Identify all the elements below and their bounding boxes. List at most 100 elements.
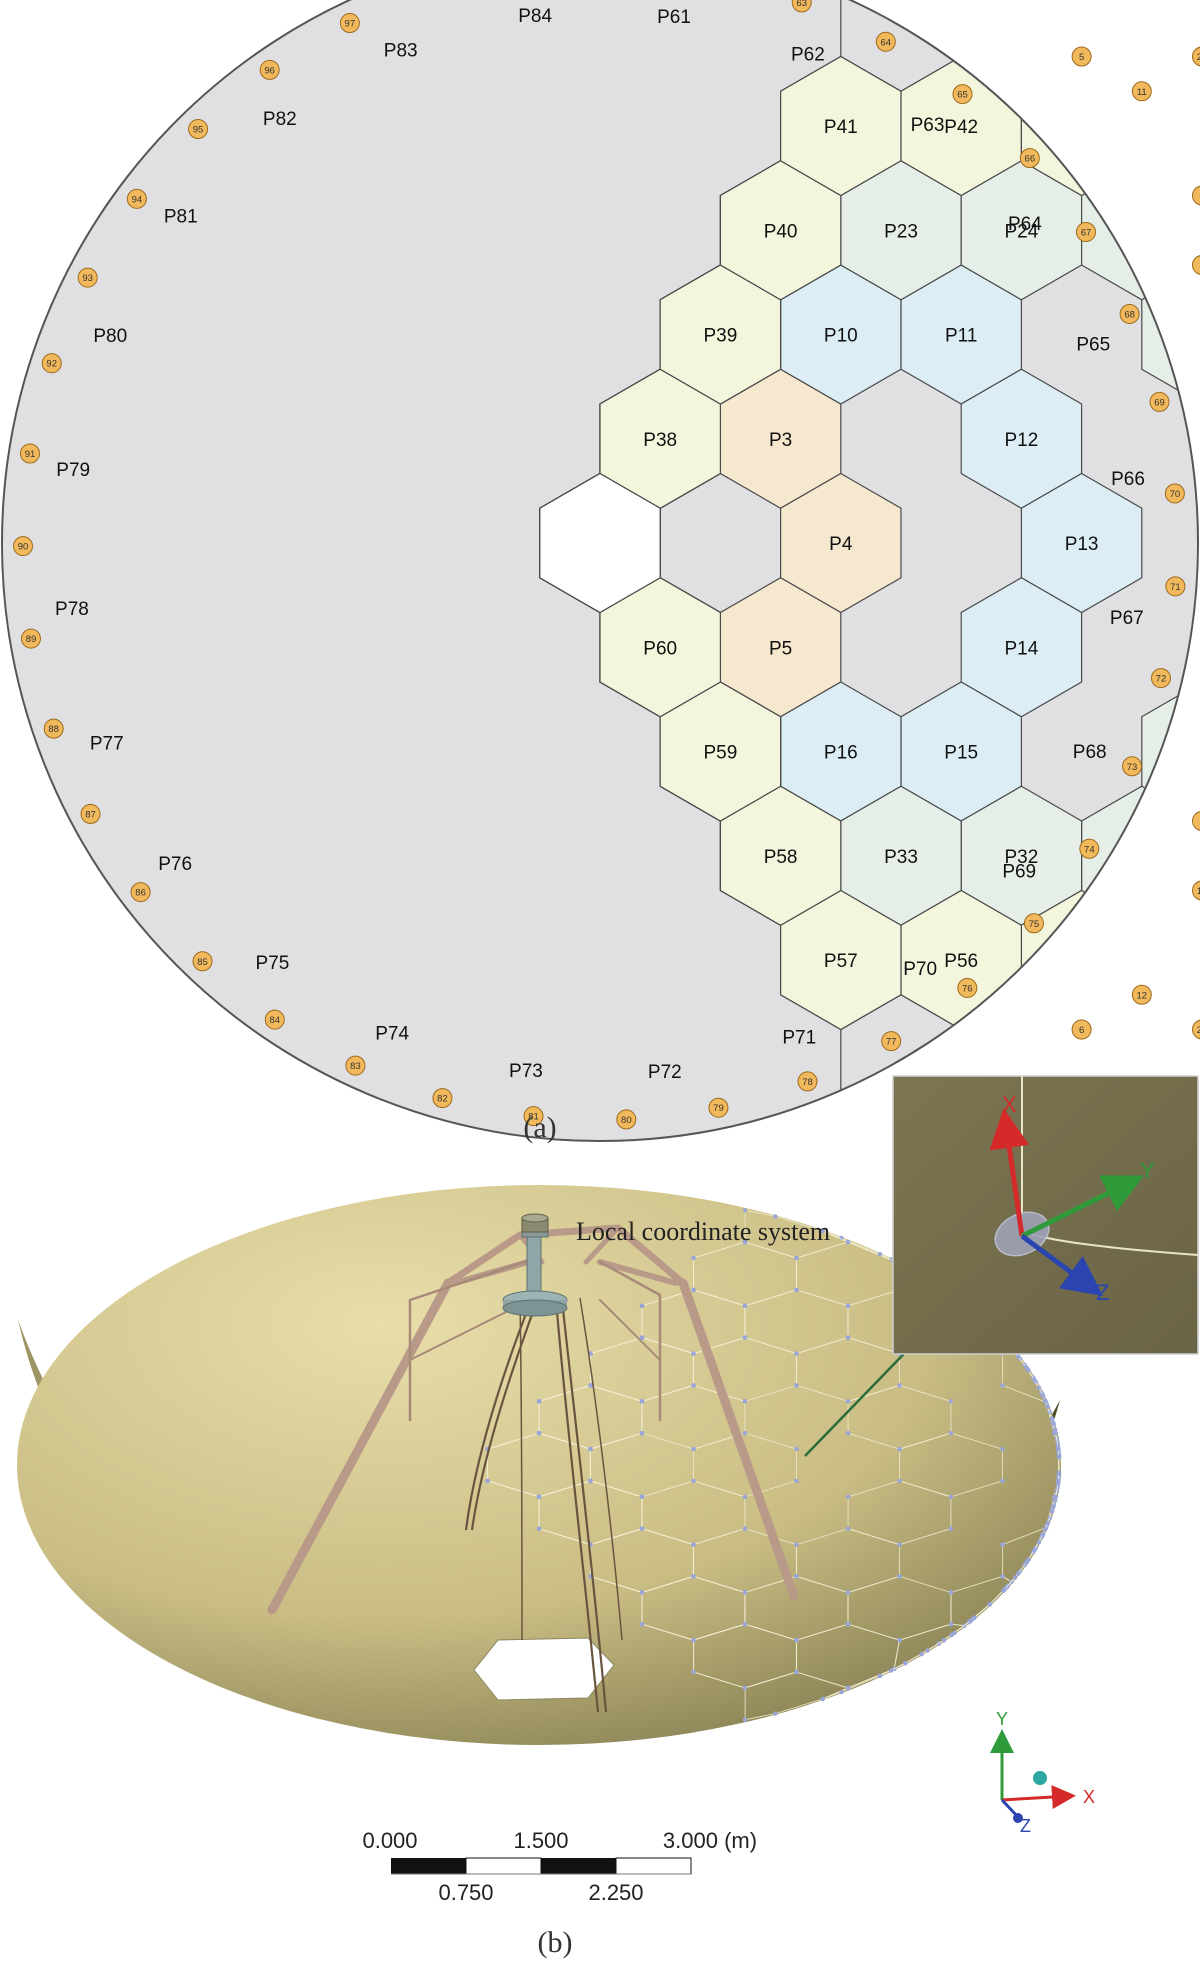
dish-mesh-node — [1045, 1404, 1051, 1410]
dish-mesh-node — [691, 1478, 696, 1484]
dish-mesh-node — [485, 1478, 490, 1484]
node-number: 87 — [85, 809, 96, 820]
node-number: 92 — [46, 359, 57, 370]
dish-mesh-node — [1056, 1471, 1062, 1476]
panel-label-p54: P54 — [1185, 951, 1200, 972]
outer-panel-label-p69: P69 — [1002, 862, 1036, 883]
node-number: 65 — [957, 90, 968, 101]
dish-mesh-node — [845, 1239, 851, 1245]
dish-mesh-node — [691, 1446, 696, 1452]
caption-b: (b) — [538, 1926, 573, 1959]
node-number: 70 — [1170, 489, 1181, 500]
scale-bar: 0.000 1.500 3.000 (m) 0.750 2.250 — [362, 1828, 757, 1905]
dish-mesh-node — [691, 1574, 696, 1579]
caption-a: (a) — [523, 1111, 556, 1144]
node-number: 97 — [345, 19, 356, 30]
dish-mesh-node — [845, 1622, 851, 1627]
panel-label-p14: P14 — [1004, 638, 1038, 659]
panel-label-p23: P23 — [884, 221, 918, 242]
node-marker — [432, 1088, 453, 1109]
node-number: 96 — [264, 65, 275, 76]
outer-panel-label-p62: P62 — [791, 44, 825, 65]
node-marker — [130, 882, 151, 903]
global-axis-triad: Y X Z — [990, 1709, 1095, 1836]
dish-mesh-node — [639, 1399, 645, 1404]
outer-panel-label-p61: P61 — [657, 7, 691, 28]
panel-label-p31: P31 — [1125, 847, 1159, 868]
node-number: 68 — [1124, 309, 1135, 320]
node-marker — [43, 718, 64, 739]
dish-mesh-node — [948, 1494, 954, 1500]
node-number: 89 — [26, 634, 37, 645]
dish-mesh-node — [691, 1637, 696, 1643]
inset-y-label: Y — [1140, 1158, 1155, 1183]
node-number: 77 — [886, 1037, 897, 1048]
node-number: 22 — [1197, 1025, 1200, 1036]
dish-mesh-node — [742, 1303, 748, 1309]
dish-mesh-node — [1053, 1430, 1059, 1436]
outer-panel-label-p83: P83 — [384, 41, 418, 62]
global-x-label: X — [1083, 1787, 1095, 1807]
node-number: 83 — [350, 1061, 361, 1072]
outer-panel-label-p63: P63 — [911, 115, 945, 136]
dish-mesh-node — [794, 1669, 799, 1675]
node-number: 82 — [437, 1094, 448, 1105]
panel-label-p43: P43 — [1065, 117, 1099, 138]
node-marker — [1165, 576, 1186, 597]
dish-mesh-node — [794, 1383, 799, 1388]
node-number: 86 — [135, 888, 146, 899]
node-number: 91 — [25, 449, 36, 460]
outer-panel-label-p82: P82 — [263, 109, 297, 130]
node-marker — [708, 1097, 729, 1118]
dish-mesh-node — [903, 1660, 908, 1666]
dish-mesh-node — [1026, 1557, 1031, 1562]
dish-mesh-node — [971, 1616, 976, 1621]
outer-panel-label-p68: P68 — [1073, 742, 1107, 763]
node-marker — [1076, 221, 1097, 242]
node-marker — [1191, 880, 1200, 901]
dish-mesh-node — [742, 1431, 748, 1436]
dish-mesh-node — [1032, 1377, 1037, 1383]
node-marker — [1122, 756, 1143, 777]
feed-struts — [464, 1297, 623, 1713]
dish-mesh-node — [588, 1478, 593, 1484]
dish-mesh-node — [1049, 1416, 1055, 1421]
panel-label-p16: P16 — [824, 743, 858, 764]
inset-z-label: Z — [1096, 1280, 1109, 1305]
dish-mesh-node — [1056, 1445, 1061, 1450]
scale-label-2250: 2.250 — [588, 1880, 643, 1905]
node-number: 71 — [1170, 582, 1181, 593]
dish-mesh-node — [925, 1648, 930, 1653]
dish-mesh-node — [949, 1632, 954, 1638]
panel-label-p58: P58 — [764, 847, 798, 868]
dish-mesh-node — [1026, 1368, 1031, 1373]
dish-mesh-node — [888, 1668, 894, 1673]
dish-mesh-node — [1016, 1571, 1021, 1576]
dish-mesh-node — [536, 1399, 542, 1404]
dish-mesh-node — [897, 1478, 902, 1484]
panel-label-p56: P56 — [944, 951, 978, 972]
outer-panel-label-p73: P73 — [509, 1061, 543, 1082]
node-number: 69 — [1154, 397, 1165, 408]
node-marker — [1192, 46, 1200, 67]
dish-mesh-node — [845, 1494, 851, 1500]
dish-mesh-node — [1040, 1532, 1046, 1537]
dish-mesh-node — [1056, 1478, 1061, 1484]
node-number: 93 — [82, 273, 93, 284]
node-marker — [1192, 1019, 1200, 1040]
node-marker — [1191, 185, 1200, 206]
dish-mesh-node — [1036, 1385, 1042, 1390]
dish-mesh-node — [1000, 1478, 1005, 1484]
dish-mesh-node — [1043, 1398, 1048, 1403]
node-number: 66 — [1025, 154, 1036, 165]
dish-mesh-node — [794, 1542, 799, 1547]
outer-panel-label-p79: P79 — [56, 460, 90, 481]
node-number: 81 — [528, 1112, 539, 1123]
dish-mesh-node — [845, 1303, 851, 1309]
panel-label-p42: P42 — [944, 117, 978, 138]
dish-mesh-node — [639, 1526, 645, 1531]
dish-mesh-node — [1032, 1547, 1037, 1553]
outer-panel-label-p71: P71 — [782, 1027, 816, 1048]
dish-mesh-node — [845, 1399, 851, 1404]
node-number: 74 — [1084, 844, 1095, 855]
